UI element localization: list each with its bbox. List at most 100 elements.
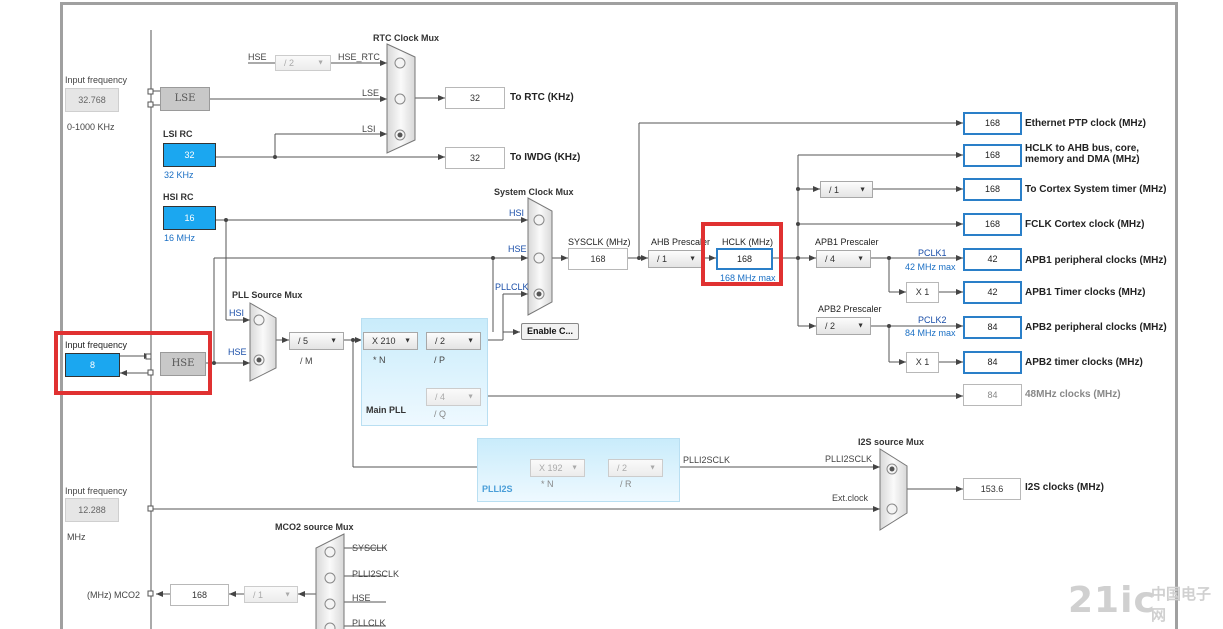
i2s-source-mux — [879, 448, 908, 531]
rtc-in-hse-label: HSE — [248, 52, 267, 62]
pll-q-label: / Q — [434, 409, 447, 419]
apb2-peripheral-clock-label: APB2 peripheral clocks (MHz) — [1025, 322, 1167, 333]
hse-rtc-divider-select[interactable]: / 2▼ — [275, 55, 331, 71]
hse-highlight-box — [54, 331, 212, 395]
mco2-pllclk-label: PLLCLK — [352, 618, 386, 628]
mco2-frequency-field: 168 — [170, 584, 229, 606]
hsi-sub-label: 16 MHz — [164, 233, 196, 243]
hclk-ahb-field[interactable]: 168 — [963, 144, 1022, 167]
apb1-prescaler-select[interactable]: / 4▼ — [816, 250, 871, 268]
lse-oscillator[interactable]: LSE — [160, 87, 210, 111]
cortex-system-timer-field[interactable]: 168 — [963, 178, 1022, 201]
i2s-mux-plli2s-label: PLLI2SCLK — [825, 454, 873, 464]
plli2s-n-multiplier-select[interactable]: X 192▼ — [530, 459, 585, 477]
ahb-prescaler-select[interactable]: / 1▼ — [648, 250, 703, 268]
ext-clock-unit-label: MHz — [67, 532, 86, 542]
lse-input-frequency-field[interactable]: 32.768 — [65, 88, 119, 112]
hclk-highlight-box — [701, 222, 783, 286]
hclk-max-label: 168 MHz max — [720, 273, 776, 283]
main-pll-title: Main PLL — [366, 405, 406, 415]
iwdg-output-label: To IWDG (KHz) — [510, 152, 581, 163]
watermark-cn: 中国电子网 — [1151, 585, 1212, 624]
rtc-in-hse-rtc-label: HSE_RTC — [338, 52, 380, 62]
pll-src-hsi-label: HSI — [229, 308, 245, 318]
pll-n-label: * N — [373, 355, 386, 365]
hclk-field[interactable]: 168 — [716, 248, 773, 270]
hclk-ahb-label-line2: memory and DMA (MHz) — [1025, 154, 1140, 165]
hse-input-frequency-label: Input frequency — [65, 340, 128, 350]
pclk2-max-label: 84 MHz max — [905, 328, 956, 338]
hse-input-frequency-field[interactable]: 8 — [65, 353, 120, 377]
lsi-sub-label: 32 KHz — [164, 170, 194, 180]
rtc-output-label: To RTC (KHz) — [510, 92, 574, 103]
mco2-plli2sclk-label: PLLI2SCLK — [352, 569, 400, 579]
pll-n-multiplier-select[interactable]: X 210▼ — [363, 332, 418, 350]
clock-48mhz-label: 48MHz clocks (MHz) — [1025, 389, 1121, 400]
clock-48mhz-field: 84 — [963, 384, 1022, 406]
hclk-ahb-label: HCLK to AHB bus, core, — [1025, 143, 1140, 154]
plli2s-r-divider-select[interactable]: / 2▼ — [608, 459, 663, 477]
sys-mux-hsi-label: HSI — [509, 208, 525, 218]
apb1-prescaler-label: APB1 Prescaler — [815, 237, 879, 247]
sysclk-label: SYSCLK (MHz) — [568, 237, 631, 247]
lsi-title: LSI RC — [163, 129, 193, 139]
cortex-system-timer-label: To Cortex System timer (MHz) — [1025, 184, 1167, 195]
pclk1-label: PCLK1 — [918, 248, 947, 258]
iwdg-frequency-field: 32 — [445, 147, 505, 169]
hse-oscillator[interactable]: HSE — [160, 352, 206, 376]
apb1-peripheral-clock-label: APB1 peripheral clocks (MHz) — [1025, 255, 1167, 266]
mco2-divider-select[interactable]: / 1▼ — [244, 586, 298, 603]
enable-css-button[interactable]: Enable C... — [521, 323, 579, 340]
apb2-timer-multiplier: X 1 — [906, 352, 939, 373]
fclk-cortex-field[interactable]: 168 — [963, 213, 1022, 236]
ahb-prescaler-label: AHB Prescaler — [651, 237, 711, 247]
pll-q-divider-select[interactable]: / 4▼ — [426, 388, 481, 406]
hsi-rc-value: 16 — [163, 206, 216, 230]
lse-range-label: 0-1000 KHz — [67, 122, 115, 132]
mco2-hse-label: HSE — [352, 593, 371, 603]
apb2-peripheral-clock-field[interactable]: 84 — [963, 316, 1022, 339]
rtc-in-lsi-label: LSI — [362, 124, 376, 134]
i2s-clock-label: I2S clocks (MHz) — [1025, 482, 1104, 493]
sys-mux-hse-label: HSE — [508, 244, 527, 254]
ext-clock-input-frequency-field[interactable]: 12.288 — [65, 498, 119, 522]
sysclk-field: 168 — [568, 248, 628, 270]
pclk1-max-label: 42 MHz max — [905, 262, 956, 272]
pll-m-label: / M — [300, 356, 313, 366]
pll-p-label: / P — [434, 355, 446, 365]
ethernet-ptp-clock-field[interactable]: 168 — [963, 112, 1022, 135]
hclk-label: HCLK (MHz) — [722, 237, 773, 247]
ext-clock-input-frequency-label: Input frequency — [65, 486, 128, 496]
apb2-timer-clock-field[interactable]: 84 — [963, 351, 1022, 374]
system-clock-mux-title: System Clock Mux — [494, 187, 574, 197]
mco2-sysclk-label: SYSCLK — [352, 543, 388, 553]
sys-mux-pllclk-label: PLLCLK — [495, 282, 529, 292]
plli2s-n-label: * N — [541, 479, 554, 489]
rtc-mux-title: RTC Clock Mux — [373, 33, 440, 43]
pll-p-divider-select[interactable]: / 2▼ — [426, 332, 481, 350]
lsi-rc-value: 32 — [163, 143, 216, 167]
i2s-clock-field: 153.6 — [963, 478, 1021, 500]
i2s-source-mux-title: I2S source Mux — [858, 437, 925, 447]
diagram-frame — [60, 2, 1178, 629]
apb2-timer-clock-label: APB2 timer clocks (MHz) — [1025, 357, 1143, 368]
apb2-prescaler-select[interactable]: / 2▼ — [816, 317, 871, 335]
apb1-peripheral-clock-field[interactable]: 42 — [963, 248, 1022, 271]
pll-m-divider-select[interactable]: / 5▼ — [289, 332, 344, 350]
rtc-frequency-field: 32 — [445, 87, 505, 109]
apb2-prescaler-label: APB2 Prescaler — [818, 304, 882, 314]
rtc-in-lse-label: LSE — [362, 88, 380, 98]
pll-source-mux-title: PLL Source Mux — [232, 290, 303, 300]
pclk2-label: PCLK2 — [918, 315, 947, 325]
plli2s-title: PLLI2S — [482, 484, 513, 494]
cortex-timer-divider-select[interactable]: / 1▼ — [820, 181, 873, 198]
i2s-mux-ext-label: Ext.clock — [832, 493, 869, 503]
plli2s-out-label: PLLI2SCLK — [683, 455, 731, 465]
lse-input-frequency-label: Input frequency — [65, 75, 128, 85]
apb1-timer-clock-field[interactable]: 42 — [963, 281, 1022, 304]
pll-source-mux — [249, 302, 277, 382]
apb1-timer-clock-label: APB1 Timer clocks (MHz) — [1025, 287, 1146, 298]
mco2-mux-title: MCO2 source Mux — [275, 522, 354, 532]
watermark-brand: 21ic — [1068, 580, 1156, 621]
apb1-timer-multiplier: X 1 — [906, 282, 939, 303]
